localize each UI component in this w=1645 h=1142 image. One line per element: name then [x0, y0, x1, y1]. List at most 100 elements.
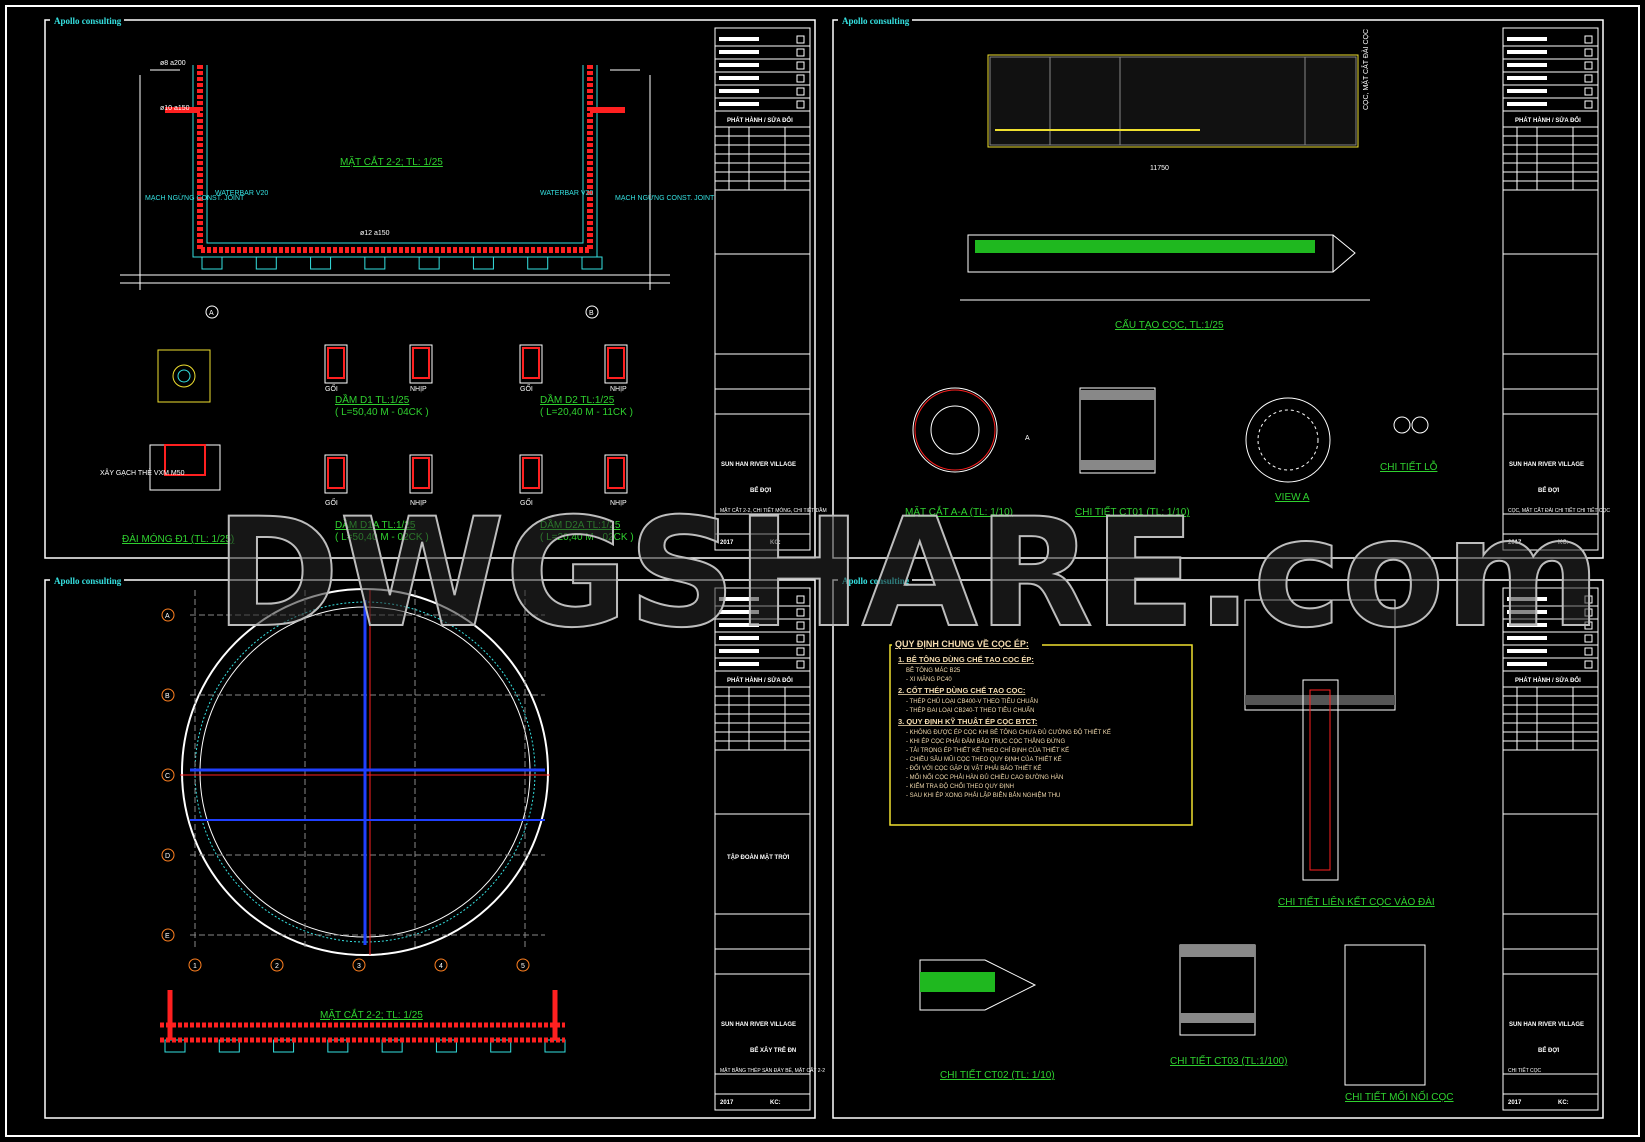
- beam-section: [519, 344, 543, 384]
- view-arrow-a: A: [1025, 435, 1030, 442]
- sheet-title: MẶT CẮT 2-2, CHI TIẾT MÓNG, CHI TIẾT DẦM: [720, 506, 827, 514]
- footing: [435, 1039, 457, 1053]
- pile-section-label: CỌC, MẶT CẮT ĐÀI CỌC: [1361, 29, 1370, 110]
- note-line: - THÉP ĐAI LOẠI CB240-T THEO TIÊU CHUẨN: [906, 706, 1034, 714]
- footing: [527, 256, 549, 270]
- ct01-title: CHI TIẾT CT01 (TL: 1/10): [1075, 505, 1190, 518]
- note-heading: 3. QUY ĐỊNH KỸ THUẬT ÉP CỌC BTCT:: [898, 717, 1037, 726]
- brand-label: Apollo consulting: [54, 576, 122, 586]
- note-line: BÊ TÔNG MÁC B25: [906, 666, 961, 674]
- sheet-number: KC:: [1558, 1100, 1569, 1106]
- year-label: 2017: [720, 1100, 734, 1106]
- footing: [201, 256, 223, 270]
- ct02-title: CHI TIẾT CT02 (TL: 1/10): [940, 1068, 1055, 1081]
- beam-d1a-title: DẦM D1A TL:1/25: [335, 518, 416, 531]
- note-line: - KHÔNG ĐƯỢC ÉP CỌC KHI BÊ TÔNG CHƯA ĐỦ …: [906, 728, 1111, 736]
- footing: [310, 256, 332, 270]
- beam-d2a-title: DẦM D2A TL:1/25: [540, 518, 621, 531]
- beam-d1-title: DẦM D1 TL:1/25: [335, 393, 410, 406]
- project-name: SUN HAN RIVER VILLAGE: [721, 1022, 796, 1028]
- sheet-title: MẶT BẰNG THÉP SÀN ĐÁY BỂ, MẶT CẮT 2-2: [720, 1066, 825, 1074]
- note-line: - THÉP CHỦ LOẠI CB400-V THEO TIÊU CHUẨN: [906, 697, 1038, 705]
- grid-axis-label: D: [165, 853, 170, 860]
- brick-label: XÂY GẠCH THẺ VXM M50: [100, 468, 185, 477]
- grid-axis-label: 1: [193, 963, 197, 970]
- footing: [490, 1039, 512, 1053]
- section-2-2-title: MẶT CẮT 2-2; TL: 1/25: [340, 155, 443, 168]
- revision-header: PHÁT HÀNH / SỬA ĐỔI: [727, 117, 793, 124]
- footing: [381, 1039, 403, 1053]
- sheet-2-pile-details: 11750 CỌC, MẶT CẮT ĐÀI CỌC CẤU TẠO CỌC, …: [905, 29, 1438, 518]
- joint-label-right: MẠCH NGỪNG CONST. JOINT: [615, 193, 715, 202]
- note-line: - CHIỀU SÂU MŨI CỌC THEO QUY ĐỊNH CỦA TH…: [906, 756, 1062, 763]
- item-name: BỂ ĐỢI: [750, 487, 771, 494]
- span-label: NHỊP: [410, 386, 427, 393]
- grid-axis-label: 2: [275, 963, 279, 970]
- note-line: - ĐỐI VỚI CỌC GẶP DỊ VẬT PHẢI BÁO THIẾT …: [906, 765, 1041, 772]
- notes-title: QUY ĐỊNH CHUNG VỀ CỌC ÉP:: [895, 639, 1029, 649]
- year-label: 2017: [720, 540, 734, 546]
- brand-label: Apollo consulting: [842, 576, 910, 586]
- revision-header: PHÁT HÀNH / SỬA ĐỔI: [1515, 677, 1581, 684]
- footing: [418, 256, 440, 270]
- grid-axis-label: 5: [521, 963, 525, 970]
- note-line: - XI MĂNG PC40: [906, 676, 952, 683]
- span-label: NHỊP: [410, 500, 427, 507]
- pile-length-dimension: 11750: [1150, 165, 1169, 172]
- beam-d1-length: ( L=50,40 M - 04CK ): [335, 407, 429, 418]
- hole-detail-title: CHI TIẾT LỖ: [1380, 460, 1438, 473]
- year-label: 2017: [1508, 1100, 1522, 1106]
- sheet-number: KC:: [770, 1100, 781, 1106]
- beam-d2-length: ( L=20,40 M - 11CK ): [540, 407, 633, 418]
- note-line: - SAU KHI ÉP XONG PHẢI LẬP BIÊN BẢN NGHI…: [906, 791, 1060, 799]
- sheet-1-section-foundation: MẶT CẮT 2-2; TL: 1/25 WATERBAR V20 WATER…: [100, 60, 715, 545]
- brand-label: Apollo consulting: [842, 16, 910, 26]
- axis-a: A: [209, 310, 214, 317]
- rebar-callout: ø10 a150: [160, 105, 190, 112]
- beam-section: [604, 344, 628, 384]
- project-name: SUN HAN RIVER VILLAGE: [1509, 462, 1584, 468]
- year-label: 2017: [1508, 540, 1522, 546]
- item-name: BỂ XÂY TRÊ ĐN: [750, 1046, 796, 1054]
- beam-d2a-length: ( L=20,40 M - 02CK ): [540, 532, 634, 543]
- note-line: - MỐI NỐI CỌC PHẢI HÀN ĐỦ CHIỀU CAO ĐƯỜN…: [906, 774, 1063, 781]
- footing: [581, 256, 603, 270]
- note-line: - KIỂM TRA ĐỘ CHỐI THEO QUY ĐỊNH: [906, 783, 1014, 790]
- beam-section: [604, 454, 628, 494]
- brand-label: Apollo consulting: [54, 16, 122, 26]
- revision-header: PHÁT HÀNH / SỬA ĐỔI: [727, 677, 793, 684]
- note-heading: 1. BÊ TÔNG DÙNG CHẾ TẠO CỌC ÉP:: [898, 654, 1034, 664]
- sheet-4-pile-notes: QUY ĐỊNH CHUNG VỀ CỌC ÉP: 1. BÊ TÔNG DÙN…: [889, 599, 1454, 1103]
- section-2-2-title-lower: MẶT CẮT 2-2; TL: 1/25: [320, 1008, 423, 1021]
- owner-label: TẬP ĐOÀN MẶT TRỜI: [727, 853, 790, 861]
- note-heading: 2. CỐT THÉP DÙNG CHẾ TẠO CỌC:: [898, 685, 1025, 695]
- splice-title: CHI TIẾT MỐI NỐI CỌC: [1345, 1089, 1454, 1103]
- sheet-number: KC:: [1558, 540, 1569, 546]
- rebar-callout: ø8 a200: [160, 60, 186, 67]
- grid-axis-label: E: [165, 933, 170, 940]
- pile-cap-title: CHI TIẾT LIÊN KẾT CỌC VÀO ĐÀI: [1278, 895, 1435, 908]
- span-label: NHỊP: [610, 386, 627, 393]
- waterbar-label: WATERBAR V20: [215, 190, 268, 197]
- support-label: GỐI: [520, 497, 533, 507]
- pile-structure-title: CẤU TẠO CỌC, TL:1/25: [1115, 318, 1224, 331]
- beam-d1a-length: ( L=50,40 M - 02CK ): [335, 532, 429, 543]
- note-line: - TẢI TRỌNG ÉP THIẾT KẾ THEO CHỈ ĐỊNH CỦ…: [906, 747, 1069, 754]
- grid-axis-label: 3: [357, 963, 361, 970]
- joint-label: MẠCH NGỪNG CONST. JOINT: [145, 193, 245, 202]
- watermark: DWGSHARE.com: [215, 487, 1601, 661]
- sheet-title: CHI TIẾT CỌC: [1508, 1067, 1542, 1074]
- beam-section: [324, 454, 348, 494]
- sheet-number: KC:: [770, 540, 781, 546]
- footing: [472, 256, 494, 270]
- beam-section: [324, 344, 348, 384]
- grid-axis-label: A: [165, 613, 170, 620]
- item-name: BỂ ĐỢI: [1538, 1047, 1559, 1054]
- waterbar-label-right: WATERBAR V20: [540, 190, 593, 197]
- view-a-title: VIEW A: [1275, 492, 1310, 503]
